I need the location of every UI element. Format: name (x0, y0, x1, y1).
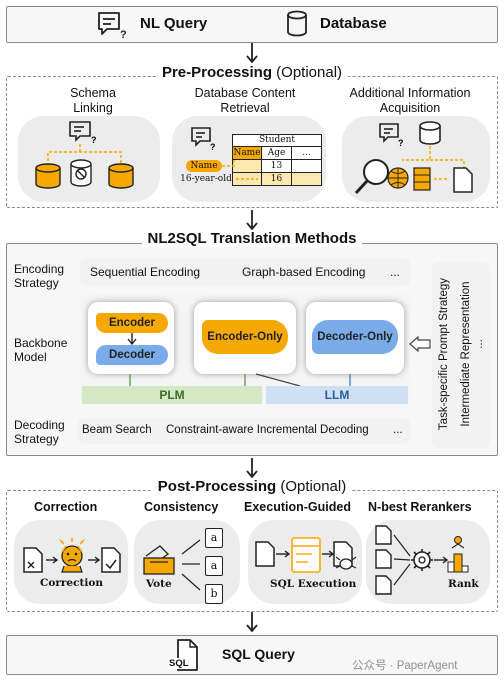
candidate-b: b (205, 584, 223, 604)
vote-arrows (181, 539, 201, 591)
arrow-left-icon (409, 335, 431, 353)
table-cell (291, 172, 322, 186)
n-best-rerankers-header: N-best Rerankers (368, 500, 472, 514)
decoding-strategy-bar (78, 418, 410, 444)
flow-arrow (246, 43, 258, 64)
sql-file-label: SQL (168, 658, 190, 669)
plm-bar: PLM (82, 386, 262, 404)
link-lines (222, 154, 258, 180)
encoding-more: ... (390, 265, 401, 279)
correction-illustration (23, 538, 121, 573)
beam-search: Beam Search (82, 424, 152, 436)
correction-header: Correction (34, 500, 98, 514)
encoder-only-block: Encoder-Only (202, 320, 288, 354)
correction-caption: Correction (40, 577, 103, 589)
constraint-aware-decoding: Constraint-aware Incremental Decoding (166, 424, 369, 436)
arrow-down-icon (127, 333, 137, 346)
vote-box-icon (143, 545, 175, 575)
llm-bar: LLM (266, 386, 408, 404)
svg-text:?: ? (210, 142, 216, 152)
table-cell (291, 159, 322, 173)
svg-text:?: ? (398, 138, 404, 148)
rank-caption: Rank (448, 578, 479, 590)
decoder-only-block: Decoder-Only (312, 320, 398, 354)
encoding-strategy-bar (80, 258, 410, 286)
graph-based-encoding: Graph-based Encoding (242, 265, 366, 279)
post-processing-title: Post-Processing (Optional) (0, 478, 504, 495)
plm-llm-connectors (129, 373, 351, 387)
execution-guided-header: Execution-Guided (244, 500, 351, 514)
database-icon (287, 10, 307, 37)
output-box (6, 635, 498, 675)
chat-question-icon: ? (191, 127, 216, 152)
name-tag: Name (186, 160, 222, 172)
pre-processing-title: Pre-Processing (Optional) (0, 64, 504, 81)
table-cell: 16 (261, 172, 292, 186)
nl2sql-title: NL2SQL Translation Methods (0, 230, 504, 247)
decoder-block: Decoder (96, 345, 168, 365)
sql-execution-caption: SQL Execution (270, 578, 357, 590)
flow-arrow (246, 210, 258, 231)
sequential-encoding: Sequential Encoding (90, 265, 201, 279)
encoder-block: Encoder (96, 313, 168, 333)
input-box (6, 6, 498, 43)
side-strategy-panel (432, 262, 490, 448)
table-header-age: Age (261, 146, 292, 160)
candidate-a: a (205, 528, 223, 548)
vote-caption: Vote (146, 578, 172, 590)
decoding-more: ... (393, 424, 403, 436)
task-specific-prompt-strategy: Task-specific Prompt Strategy (438, 277, 450, 431)
database-label: Database (320, 15, 387, 32)
execution-illustration (255, 537, 357, 573)
table-cell: 13 (261, 159, 292, 173)
candidate-a: a (205, 556, 223, 576)
watermark: 公众号 · PaperAgent (352, 660, 458, 672)
rerank-illustration (375, 525, 469, 595)
table-header-more: ... (291, 146, 322, 160)
chat-question-icon: ? (98, 12, 127, 41)
svg-text:?: ? (91, 135, 97, 145)
sql-query-label: SQL Query (222, 646, 295, 662)
additional-info-illustration: ? (354, 121, 473, 195)
nl-query-label: NL Query (140, 15, 208, 32)
flow-arrow (246, 458, 258, 479)
side-more: ... (473, 339, 485, 349)
schema-linking-illustration: ? (35, 121, 134, 189)
svg-text:?: ? (120, 29, 127, 41)
consistency-header: Consistency (144, 500, 219, 514)
value-tag: 16-year-old (180, 174, 232, 184)
flow-arrow (246, 612, 258, 633)
